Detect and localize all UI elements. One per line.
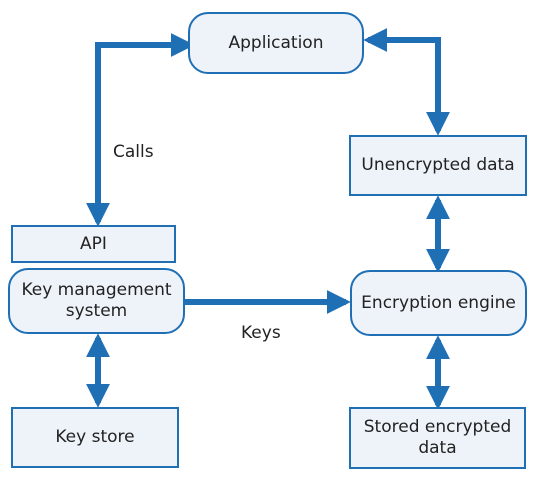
keys-label: Keys [241,323,281,343]
application-node: Application [188,12,364,74]
calls-label: Calls [113,142,154,162]
key-store-node: Key store [11,407,179,468]
unencrypted-data-node: Unencrypted data [349,135,527,196]
api-node: API [11,225,176,263]
calls-arrow [86,33,195,227]
app-unencrypted-arrow [363,27,450,136]
stored-encrypted-data-node: Stored encrypted data [349,407,526,469]
encryption-engine-node: Encryption engine [350,270,527,336]
key-management-node: Key management system [8,268,185,334]
